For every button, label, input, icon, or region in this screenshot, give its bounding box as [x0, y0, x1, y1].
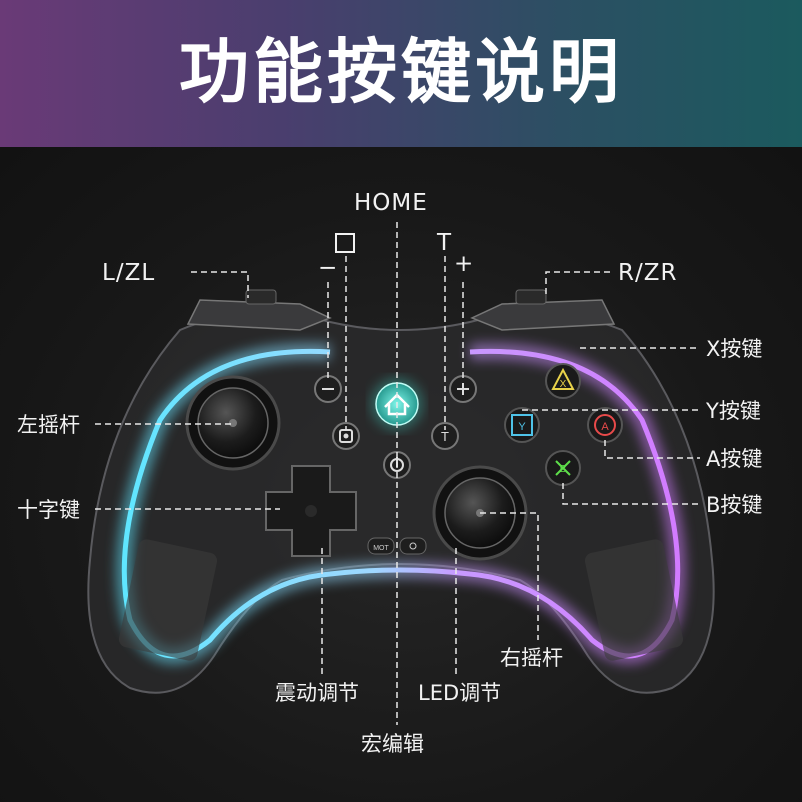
label-plus: + — [454, 251, 475, 277]
turbo-button — [431, 422, 459, 450]
right-trigger — [515, 289, 547, 305]
label-x-key: X按键 — [706, 337, 763, 361]
right-motor — [584, 539, 684, 661]
left-shoulder-button — [186, 299, 332, 331]
led-button — [399, 537, 427, 555]
y-button — [504, 407, 540, 443]
left-motor — [118, 539, 218, 661]
label-t: T — [437, 230, 453, 256]
page-title: 功能按键说明 — [179, 31, 623, 113]
label-macro: 宏编辑 — [361, 732, 424, 756]
label-lzl: L/ZL — [102, 260, 156, 286]
header-banner: 功能按键说明 — [0, 0, 802, 147]
right-shoulder-button — [470, 299, 616, 331]
left-trigger — [245, 289, 277, 305]
svg-text:MOT: MOT — [373, 545, 389, 552]
capture-icon — [335, 233, 355, 253]
svg-text:Y: Y — [518, 421, 526, 433]
svg-text:T: T — [441, 429, 449, 444]
label-rzr: R/ZR — [618, 260, 678, 286]
label-dpad: 十字键 — [17, 498, 80, 522]
mot-button — [367, 537, 395, 555]
svg-text:X: X — [560, 379, 567, 390]
label-left-stick: 左摇杆 — [17, 413, 80, 437]
label-y-key: Y按键 — [706, 399, 761, 423]
label-a-key: A按键 — [706, 447, 763, 471]
label-right-stick: 右摇杆 — [500, 646, 563, 670]
label-vibration: 震动调节 — [275, 681, 359, 705]
leader-lines — [95, 222, 700, 725]
label-home: HOME — [354, 190, 428, 216]
label-b-key: B按键 — [706, 493, 763, 517]
led-glow-strip — [121, 348, 681, 659]
svg-text:B: B — [560, 464, 567, 475]
svg-text:A: A — [601, 421, 609, 433]
label-led: LED调节 — [418, 681, 502, 705]
label-minus: − — [318, 255, 339, 281]
